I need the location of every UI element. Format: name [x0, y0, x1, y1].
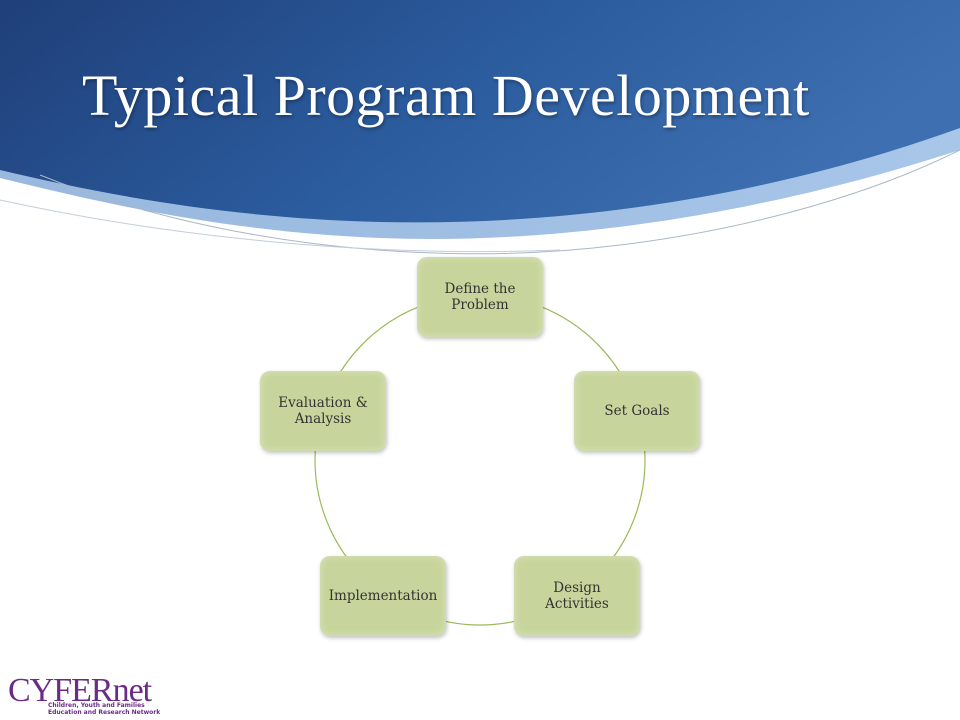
cyfernet-tagline: Children, Youth and Families Education a…: [48, 702, 161, 716]
node-evaluation-analysis: Evaluation & Analysis: [260, 371, 386, 451]
header-curve-line-2: [0, 199, 561, 253]
header-band: [0, 0, 960, 223]
node-design-activities: Design Activities: [514, 556, 640, 636]
node-set-goals: Set Goals: [574, 371, 700, 451]
node-define-problem: Define the Problem: [417, 257, 543, 337]
header-curve-line: [39, 149, 960, 255]
cyfernet-logo: CYFERnet: [8, 672, 152, 709]
slide-title: Typical Program Development: [82, 63, 810, 128]
node-implementation: Implementation: [320, 556, 446, 636]
